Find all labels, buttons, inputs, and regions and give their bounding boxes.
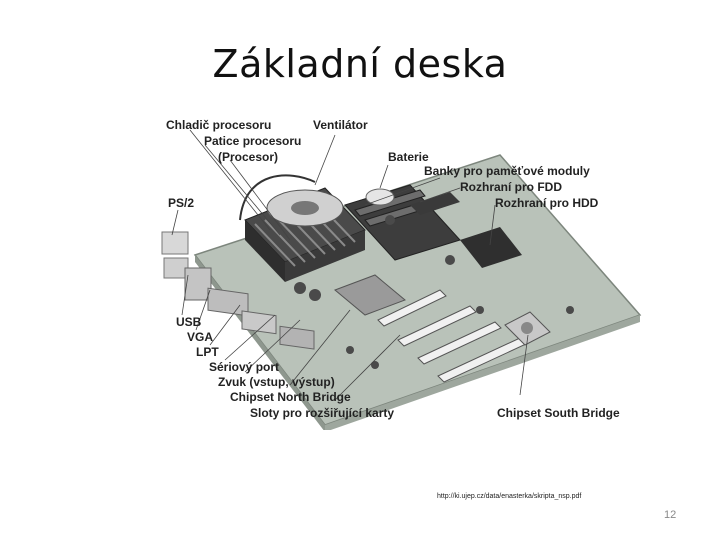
label-processor: (Procesor)	[218, 150, 279, 164]
fan-cable	[239, 174, 316, 221]
label-ps2: PS/2	[168, 196, 195, 210]
label-battery: Baterie	[388, 150, 429, 164]
label-usb: USB	[176, 315, 202, 329]
expansion-slots	[377, 289, 527, 383]
south-bridge-chip	[504, 311, 551, 346]
label-slots: Sloty pro rozšiřující karty	[250, 406, 395, 420]
source-url: http://ki.ujep.cz/data/enasterka/skripta…	[437, 493, 582, 500]
label-socket: Patice procesoru	[204, 134, 302, 148]
label-north-bridge: Chipset North Bridge	[230, 390, 351, 404]
label-south-bridge: Chipset South Bridge	[497, 406, 620, 420]
io-ports	[161, 231, 315, 350]
page-number: 12	[664, 509, 677, 521]
label-memory-banks: Banky pro paměťové moduly	[424, 164, 590, 178]
battery	[365, 188, 395, 206]
label-sound: Zvuk (vstup, výstup)	[218, 375, 335, 389]
fdd-connector	[410, 192, 460, 215]
label-hdd: Rozhraní pro HDD	[495, 196, 599, 210]
motherboard-diagram	[161, 129, 642, 430]
label-serial: Sériový port	[209, 360, 280, 374]
cpu-cooler	[244, 187, 366, 282]
label-cooler: Chladič procesoru	[166, 118, 272, 132]
north-bridge-chip	[334, 274, 406, 316]
label-lpt: LPT	[196, 345, 219, 359]
label-fan: Ventilátor	[313, 118, 368, 132]
slide-title: Základní deska	[212, 42, 508, 86]
label-fdd: Rozhraní pro FDD	[460, 180, 562, 194]
label-vga: VGA	[187, 330, 214, 344]
hdd-connector	[460, 227, 522, 268]
